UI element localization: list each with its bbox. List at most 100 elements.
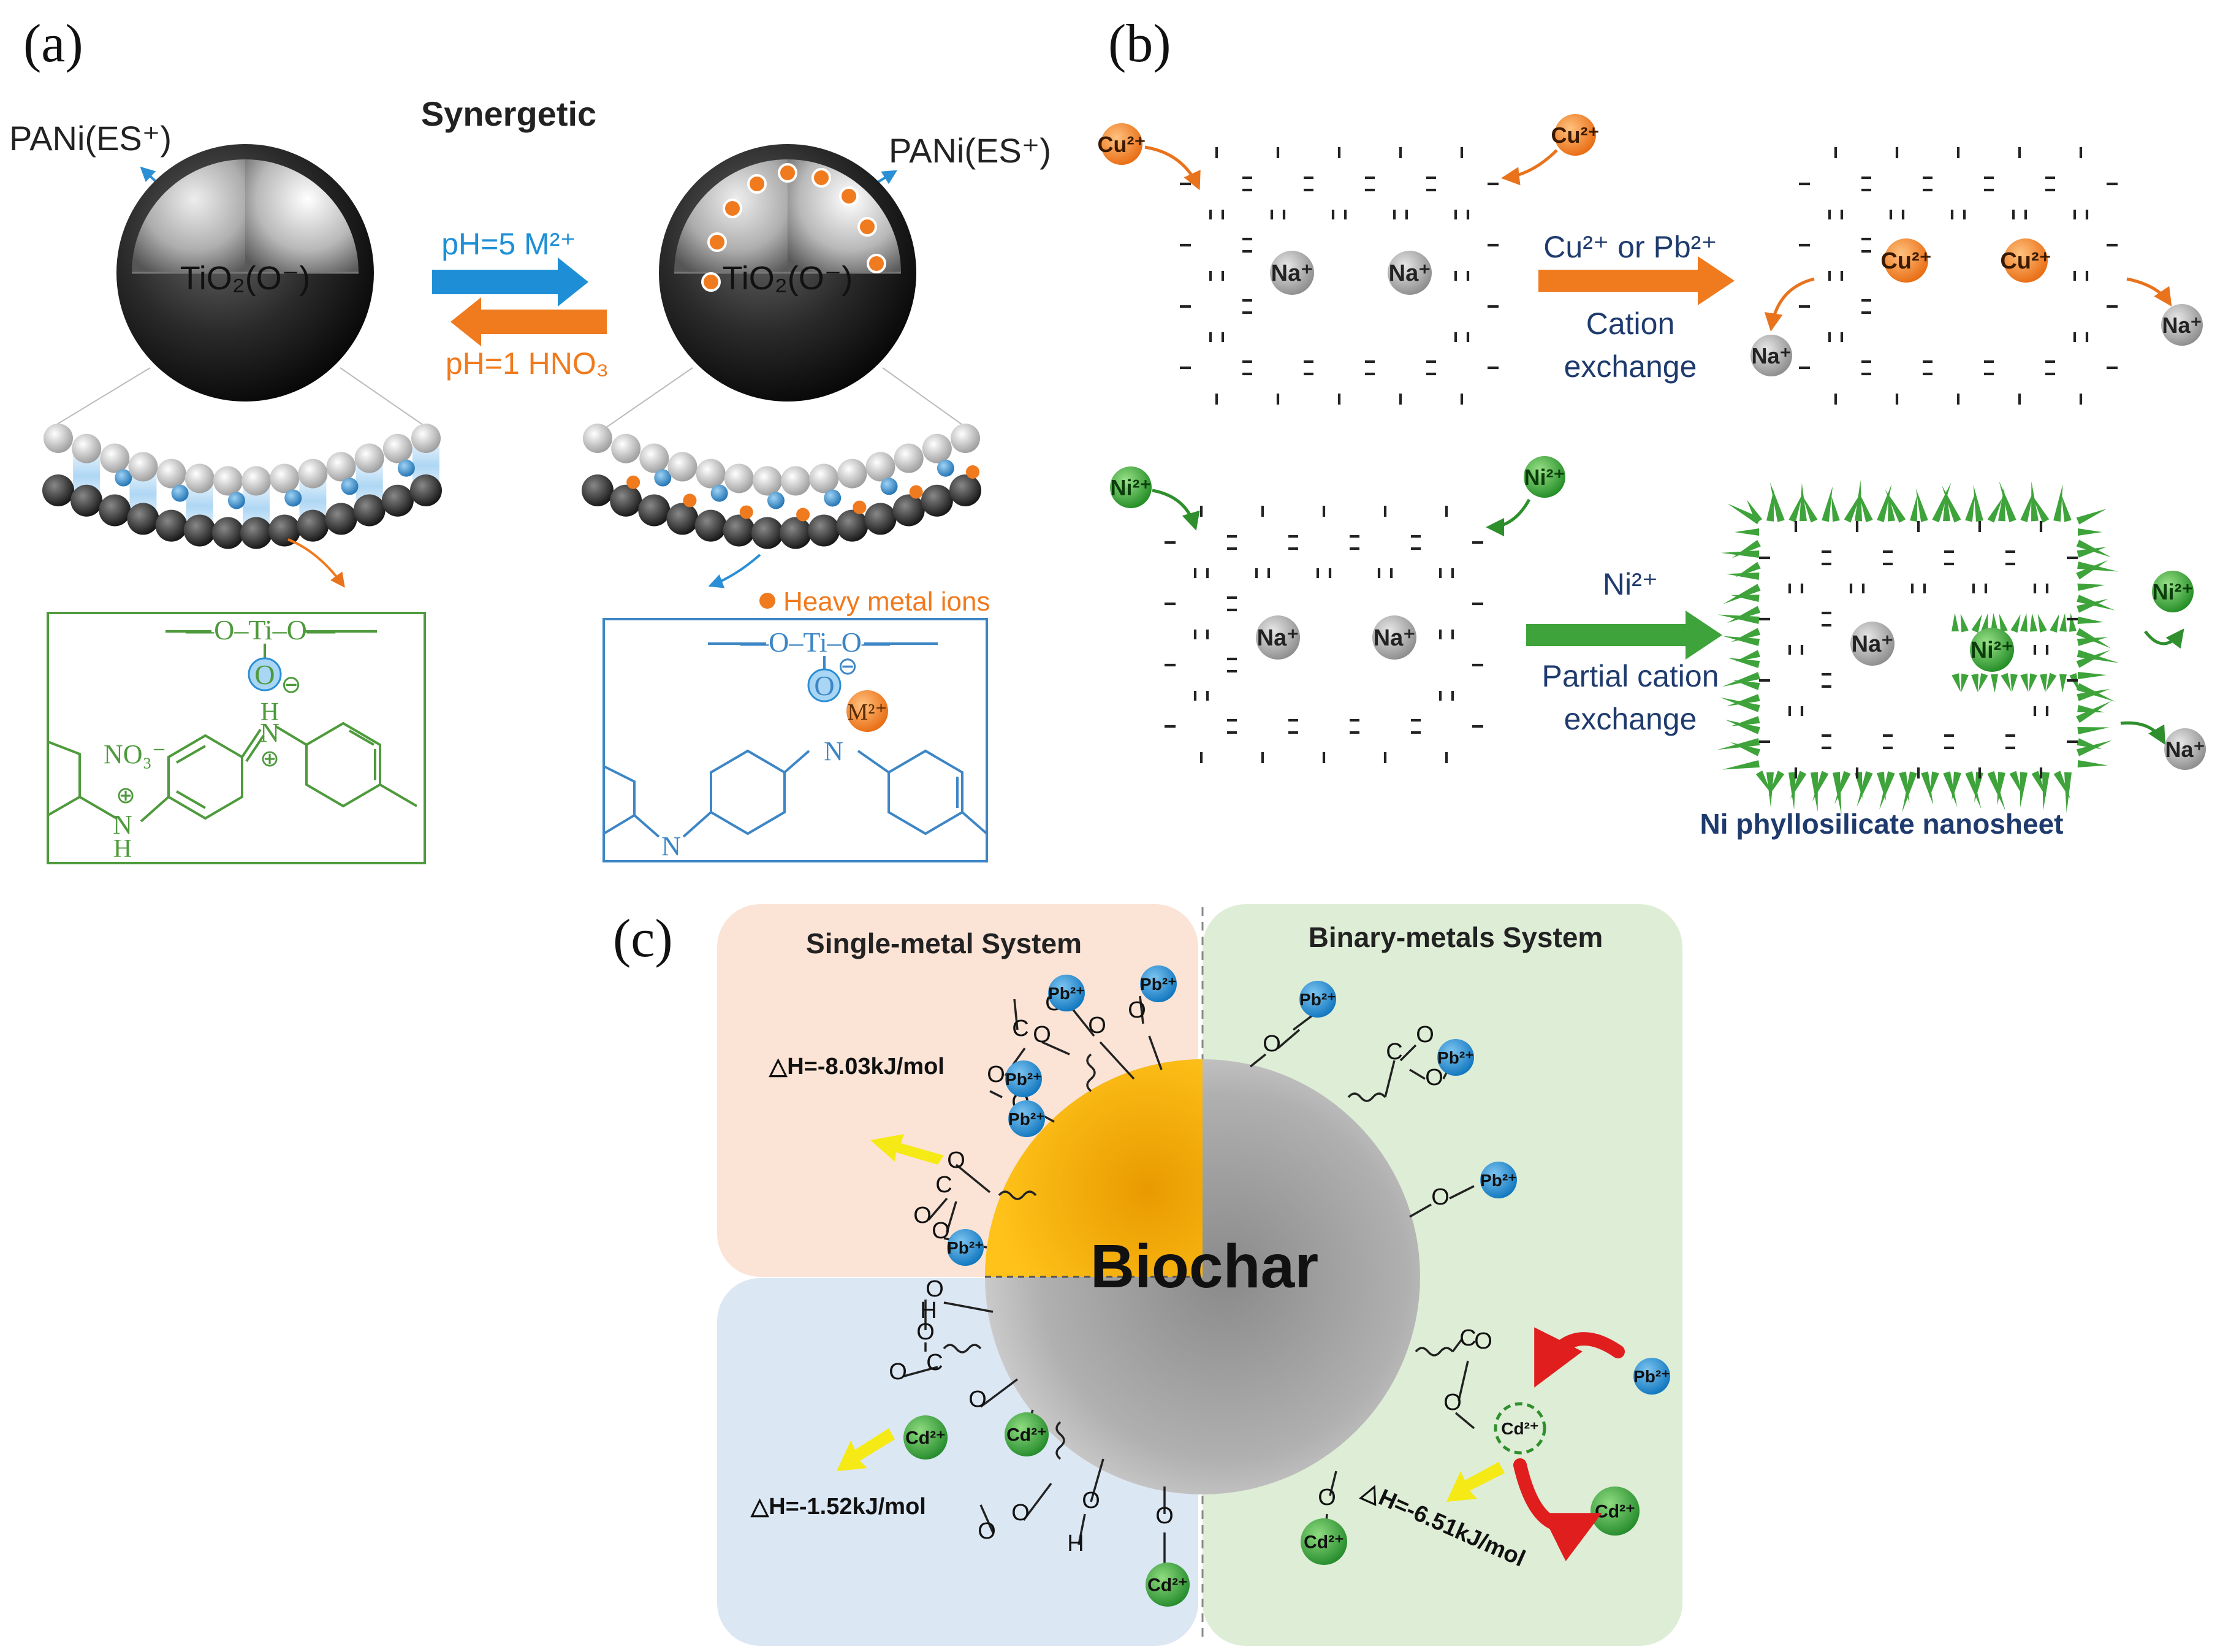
blue-bead	[341, 478, 359, 495]
atom-label: O	[916, 1319, 935, 1345]
binary-metals-bg	[1203, 904, 1682, 1646]
atom-label: O	[1416, 1022, 1434, 1048]
panel-c: Single-metal System Binary-metals System…	[717, 904, 1682, 1646]
atom-label: O	[1474, 1328, 1492, 1354]
framework-top-right	[1799, 147, 2118, 405]
right-box-oxygen: O	[814, 670, 834, 701]
ni-ion-in-left	[1110, 466, 1152, 508]
na-site-4	[1372, 615, 1416, 660]
white-bead	[326, 452, 356, 482]
blue-bead	[767, 492, 785, 509]
cation-exchange-line2: Cation	[1586, 306, 1675, 341]
white-bead	[100, 443, 130, 473]
cd-ions-single: Cd²⁺Cd²⁺Cd²⁺	[903, 1412, 1190, 1607]
structure-box-left: —O–Ti–O— O ⊖ NO₃⁻ H N ⊕ N ⊕ H	[47, 612, 426, 864]
white-bead	[951, 424, 980, 453]
left-box-plus-2: ⊕	[116, 783, 135, 809]
dark-bead	[864, 503, 897, 535]
atom-label: O	[889, 1359, 907, 1385]
na-released-left	[1750, 335, 1792, 376]
dark-bead	[183, 514, 216, 547]
partial-exchange-line2: exchange	[1564, 702, 1697, 736]
left-box-n2: N	[113, 810, 132, 840]
ni-released-label: Ni²⁺	[2153, 579, 2194, 604]
dark-bead	[297, 509, 329, 542]
metal-ion: Pb²⁺	[1437, 1039, 1474, 1076]
arrow-backward-label: pH=1 HNO₃	[446, 346, 609, 381]
right-box-backbone: —O–Ti–O—	[740, 626, 891, 658]
binary-metals-title: Binary-metals System	[1309, 921, 1603, 953]
cation-exchange-arrow	[1538, 256, 1735, 305]
dark-bead	[211, 517, 244, 549]
atom-label: O	[1128, 997, 1146, 1023]
white-bead	[72, 433, 102, 463]
dark-bead	[70, 484, 103, 517]
cation-exchange-line3: exchange	[1564, 349, 1697, 384]
panel-label-a: (a)	[23, 14, 83, 74]
dark-bead	[410, 474, 442, 506]
blue-bead	[397, 459, 415, 477]
dark-bead	[921, 484, 953, 517]
left-box-h: H	[260, 698, 279, 726]
ion-label: Cd²⁺	[1595, 1502, 1635, 1522]
left-box-plus: ⊕	[260, 746, 279, 772]
arrow-forward-label: pH=5 M²⁺	[441, 227, 576, 261]
white-bead	[611, 433, 641, 463]
atom-label: O	[1082, 1488, 1100, 1513]
pani-right-label: PANi(ES⁺)	[889, 131, 1051, 170]
atom-label: O	[978, 1518, 996, 1544]
white-bead	[128, 452, 158, 482]
equilibrium-arrows: pH=5 M²⁺ pH=1 HNO₃	[432, 227, 609, 381]
atom-label: O	[1263, 1031, 1281, 1057]
dark-bead	[694, 509, 727, 542]
white-bead	[382, 433, 412, 463]
atom-label: O	[1088, 1013, 1106, 1038]
sphere-left: TiO₂(O⁻)	[116, 144, 374, 402]
white-bead	[781, 466, 811, 496]
dark-bead	[353, 494, 386, 527]
ion-label: Pb²⁺	[1140, 975, 1177, 994]
white-bead	[156, 459, 186, 489]
na-released-bottom-label: Na⁺	[2165, 737, 2205, 762]
dark-bead	[325, 503, 357, 535]
metal-ion: Cd²⁺	[1005, 1412, 1049, 1456]
cu-site-1	[1884, 238, 1928, 283]
yellow-arrow-binary	[1446, 1462, 1505, 1502]
white-bead	[270, 463, 300, 493]
structure-box-right: —O–Ti–O— O ⊖ M²⁺ N N	[602, 618, 988, 862]
atom-label: O	[1033, 1022, 1051, 1048]
pb-ions-single: Pb²⁺Pb²⁺Pb²⁺Pb²⁺Pb²⁺	[947, 965, 1177, 1266]
ion-label: Pb²⁺	[1048, 984, 1085, 1003]
atom-label: O	[1155, 1503, 1174, 1529]
bead-arc-left	[42, 424, 442, 549]
dark-bead	[949, 474, 981, 506]
ni-released	[2152, 571, 2194, 612]
dark-bead	[240, 517, 273, 549]
blue-bead	[115, 469, 132, 487]
metal-ion: Pb²⁺	[1480, 1162, 1517, 1198]
bead-arc-right	[582, 424, 981, 549]
na-site-4-label: Na⁺	[1374, 625, 1416, 651]
panel-b: Cu²⁺ Cu²⁺ Na⁺ Na⁺ Cu²⁺ or Pb²⁺ Cation ex…	[1098, 114, 2206, 840]
dark-bead	[42, 474, 74, 506]
na-site-1	[1270, 251, 1314, 295]
white-bead	[298, 459, 328, 489]
ion-label: Pb²⁺	[1005, 1070, 1042, 1089]
cation-exchange-ions: Cu²⁺ or Pb²⁺	[1543, 230, 1717, 264]
na-released-right-label: Na⁺	[2162, 313, 2202, 338]
cu-site-2-label: Cu²⁺	[2000, 248, 2051, 274]
metal-ion: Pb²⁺	[947, 1229, 984, 1266]
na-site-2	[1388, 251, 1432, 295]
cu-ion-in-right-label: Cu²⁺	[1551, 123, 1600, 148]
atom-label: O	[932, 1218, 950, 1244]
metal-ion: Pb²⁺	[1005, 1060, 1042, 1097]
arrow-forward	[432, 257, 588, 306]
ligands	[903, 995, 1475, 1563]
ni-site	[1970, 628, 2014, 672]
heavy-metal-dot	[853, 500, 867, 514]
metal-ion: Pb²⁺	[1633, 1358, 1670, 1395]
legend-heavy-metal-label: Heavy metal ions	[783, 587, 990, 617]
blue-bead	[227, 492, 245, 509]
ion-label: Pb²⁺	[1299, 990, 1336, 1009]
